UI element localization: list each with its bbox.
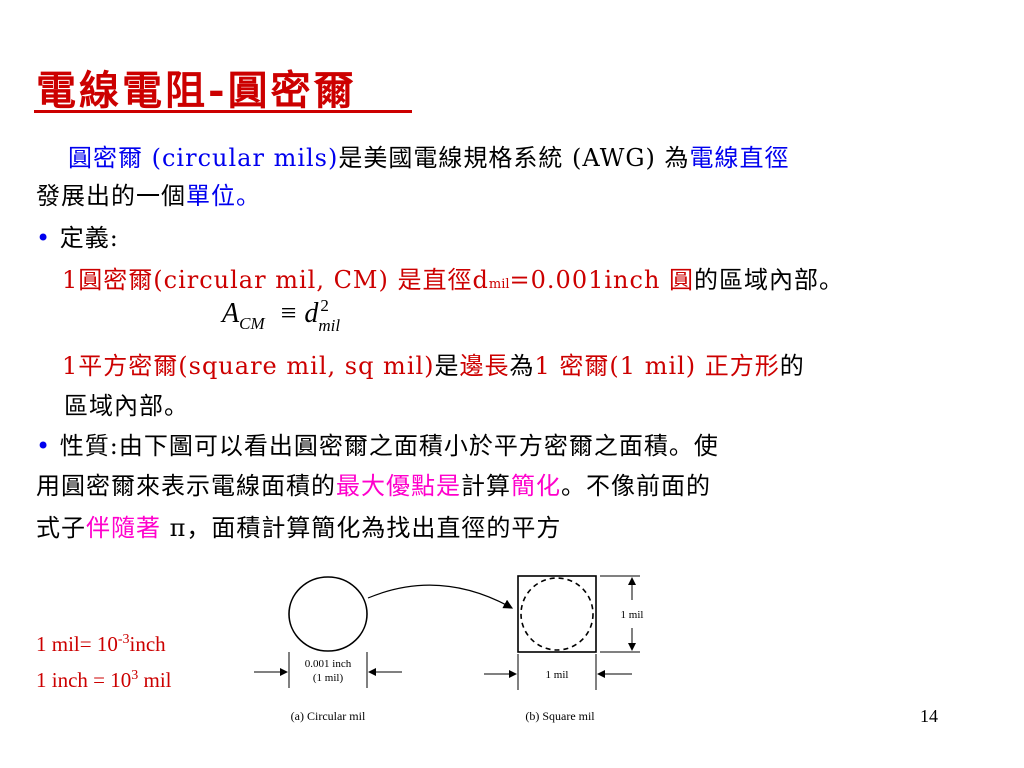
caption-circular: (a) Circular mil bbox=[291, 709, 366, 723]
definition-heading: • 定義: bbox=[36, 222, 119, 254]
title-underline bbox=[34, 110, 412, 113]
definition-sq-line: 1平方密爾(square mil, sq mil)是邊長為1 密爾(1 mil)… bbox=[62, 350, 805, 382]
page-number: 14 bbox=[920, 706, 938, 726]
intro-highlight-unit: 單位 bbox=[186, 182, 236, 210]
intro-text-2: 發展出的一個 bbox=[36, 182, 186, 210]
caption-square: (b) Square mil bbox=[525, 709, 595, 723]
circle-dim-label-2: (1 mil) bbox=[313, 672, 344, 684]
intro-line-2: 發展出的一個單位。 bbox=[36, 180, 261, 212]
property-line-3: 式子伴隨著 π，面積計算簡化為找出直徑的平方 bbox=[36, 512, 561, 544]
square-dim-label: 1 mil bbox=[546, 669, 569, 681]
circle-dim-label: 0.001 inch bbox=[305, 658, 352, 670]
side-dim-label: 1 mil bbox=[621, 609, 644, 621]
formula-d-superscript: 2 bbox=[320, 296, 329, 315]
cm-diameter: 直徑 bbox=[422, 266, 473, 294]
definition-cm-line: 1圓密爾(circular mil, CM) 是直徑dmil=0.001inch… bbox=[62, 264, 844, 301]
formula-equiv: ≡ bbox=[280, 298, 297, 329]
cm-value: =0.001inch 圓 bbox=[509, 266, 695, 294]
unit-2a: 1 inch = 10 bbox=[36, 668, 132, 692]
formula-a-subscript: CM bbox=[239, 314, 265, 333]
intro-text: 是美國電線規格系統 (AWG) 為 bbox=[338, 144, 690, 172]
property-text-2c: 計算 bbox=[461, 472, 511, 500]
cm-suffix: 的區域內部。 bbox=[694, 266, 845, 294]
intro-period: 。 bbox=[236, 182, 261, 210]
sq-value: 1 密爾(1 mil) 正方形 bbox=[534, 352, 780, 380]
formula-d-subscript: mil bbox=[318, 316, 341, 335]
intro-highlight-diameter: 電線直徑 bbox=[689, 144, 790, 172]
sq-is: 是 bbox=[434, 352, 460, 380]
bullet-definition: • bbox=[36, 224, 52, 252]
sq-term: 1平方密爾(square mil, sq mil) bbox=[62, 352, 435, 380]
slide-title: 電線電阻-圓密爾 bbox=[36, 67, 357, 114]
circle-shape bbox=[288, 576, 368, 652]
unit-1b: inch bbox=[129, 632, 166, 656]
intro-line-1: 圓密爾 (circular mils)是美國電線規格系統 (AWG) 為電線直徑 bbox=[68, 142, 790, 174]
bullet-property: • bbox=[36, 432, 52, 460]
inscribed-circle bbox=[520, 577, 594, 651]
formula-d: d bbox=[304, 298, 319, 329]
formula-a: A bbox=[222, 298, 240, 329]
property-text-3c: π，面積計算簡化為找出直徑的平方 bbox=[161, 514, 562, 542]
cm-d-subscript: mil bbox=[488, 277, 510, 292]
sq-of: 的 bbox=[779, 352, 805, 380]
intro-term: 圓密爾 (circular mils) bbox=[68, 144, 339, 172]
definition-sq-line-2: 區域內部。 bbox=[64, 392, 189, 420]
property-line-1: • 性質:由下圖可以看出圓密爾之面積小於平方密爾之面積。使 bbox=[36, 430, 719, 462]
property-line-2: 用圓密爾來表示電線面積的最大優點是計算簡化。不像前面的 bbox=[36, 470, 711, 502]
property-text-2e: 。不像前面的 bbox=[561, 472, 711, 500]
square-shape bbox=[517, 575, 597, 653]
cm-term: 1圓密爾(circular mil, CM) 是 bbox=[62, 266, 423, 294]
property-text-2a: 用圓密爾來表示電線面積的 bbox=[36, 472, 336, 500]
definition-label: 定義: bbox=[59, 224, 119, 252]
property-simplify: 簡化 bbox=[511, 472, 561, 500]
unit-2b: mil bbox=[138, 668, 172, 692]
unit-1-exponent: -3 bbox=[117, 632, 130, 647]
property-text-3a: 式子 bbox=[36, 514, 86, 542]
unit-1a: 1 mil= 10 bbox=[36, 632, 118, 656]
mil-diagram: 0.001 inch (1 mil) 1 mil 1 mil (a) Circu… bbox=[254, 575, 644, 723]
unit-conversion-2: 1 inch = 103 mil bbox=[36, 668, 172, 693]
sq-as: 為 bbox=[509, 352, 535, 380]
cm-d: d bbox=[472, 266, 489, 294]
property-text-1: 性質:由下圖可以看出圓密爾之面積小於平方密爾之面積。使 bbox=[59, 432, 719, 460]
transition-arrow bbox=[367, 584, 514, 609]
property-accompany: 伴隨著 bbox=[86, 514, 161, 542]
unit-2-exponent: 3 bbox=[131, 668, 139, 683]
sq-side: 邊長 bbox=[459, 352, 510, 380]
property-advantage: 最大優點是 bbox=[336, 472, 461, 500]
unit-conversion-1: 1 mil= 10-3inch bbox=[36, 632, 166, 657]
